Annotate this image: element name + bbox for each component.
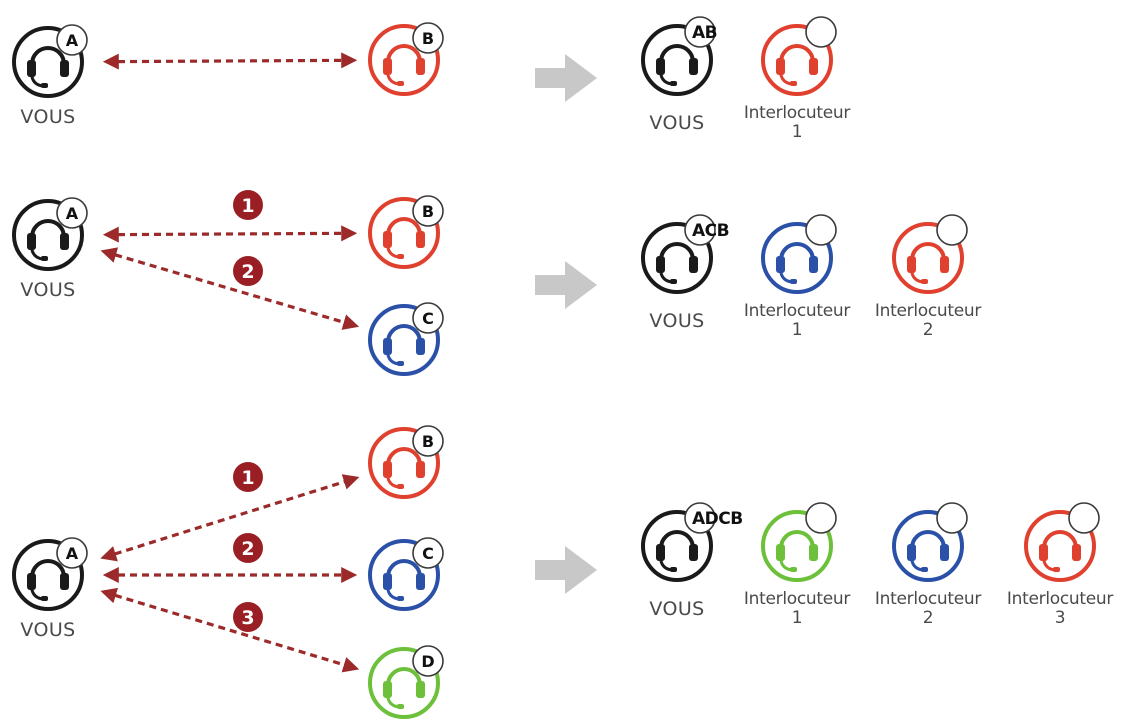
result-you-badge bbox=[684, 16, 716, 48]
node-letter: D bbox=[421, 652, 434, 671]
node-badge-B: B bbox=[412, 195, 444, 227]
right-arrow-icon bbox=[535, 54, 597, 102]
result-you-badge bbox=[684, 214, 716, 246]
step-badge: 1 bbox=[233, 190, 263, 220]
node-badge-B: B bbox=[412, 425, 444, 457]
partner-label-line-1: Interlocuteur bbox=[874, 589, 982, 609]
partner-label-line-1: Interlocuteur bbox=[743, 103, 851, 123]
result-you-label-line-1: VOUS bbox=[649, 310, 705, 332]
result-you-badge bbox=[684, 502, 716, 534]
result-you-label-line-1: VOUS bbox=[649, 598, 705, 620]
step-number: 3 bbox=[241, 607, 254, 629]
partner-label-line-2: 1 bbox=[791, 320, 803, 340]
step-number: 2 bbox=[241, 538, 254, 560]
step-badge: 2 bbox=[233, 256, 263, 286]
partner-label-line-2: 1 bbox=[791, 122, 803, 142]
result-you-label: VOUS bbox=[597, 600, 757, 619]
partner-label-line-1: Interlocuteur bbox=[1006, 589, 1114, 609]
step-badge: 1 bbox=[233, 462, 263, 492]
node-badge-C: C bbox=[412, 537, 444, 569]
step-number: 2 bbox=[241, 261, 254, 283]
partner-label-line-2: 2 bbox=[922, 608, 934, 628]
result-partner-badge bbox=[805, 502, 837, 534]
node-letter: C bbox=[422, 309, 434, 328]
partner-label-line-1: Interlocuteur bbox=[743, 301, 851, 321]
source-you-label: VOUS bbox=[0, 281, 128, 300]
result-partner-badge bbox=[805, 214, 837, 246]
node-letter: A bbox=[66, 31, 79, 50]
source-you-label: VOUS bbox=[0, 621, 128, 640]
step-badge: 3 bbox=[233, 602, 263, 632]
dashed-link-arrow bbox=[102, 52, 358, 70]
source-you-label-line-1: VOUS bbox=[20, 106, 76, 128]
node-badge-C: C bbox=[412, 302, 444, 334]
result-partner-badge bbox=[805, 16, 837, 48]
result-partner-badge bbox=[1068, 502, 1100, 534]
source-you-label: VOUS bbox=[0, 108, 128, 127]
step-number: 1 bbox=[241, 195, 254, 217]
node-badge-B: B bbox=[412, 22, 444, 54]
node-letter: B bbox=[422, 202, 434, 221]
node-letter: B bbox=[422, 432, 434, 451]
result-partner-badge bbox=[936, 214, 968, 246]
node-badge-D: D bbox=[412, 645, 444, 677]
conference-tag: ACB bbox=[692, 221, 729, 241]
step-badge: 2 bbox=[233, 533, 263, 563]
partner-label-line-2: 1 bbox=[791, 608, 803, 628]
dashed-link-arrow bbox=[100, 474, 360, 562]
result-partner-badge bbox=[936, 502, 968, 534]
result-you-label: VOUS bbox=[597, 114, 757, 133]
node-badge-A: A bbox=[56, 197, 88, 229]
partner-label-line-2: 3 bbox=[1054, 608, 1066, 628]
dashed-link-arrow bbox=[100, 587, 360, 673]
conference-tag: ADCB bbox=[692, 509, 743, 529]
partner-label-line-1: Interlocuteur bbox=[874, 301, 982, 321]
step-number: 1 bbox=[241, 467, 254, 489]
result-you-label: VOUS bbox=[597, 312, 757, 331]
conference-tag: AB bbox=[692, 23, 717, 43]
node-badge-A: A bbox=[56, 24, 88, 56]
source-you-label-line-1: VOUS bbox=[20, 279, 76, 301]
partner-label-line-1: Interlocuteur bbox=[743, 589, 851, 609]
node-letter: C bbox=[422, 544, 434, 563]
node-letter: B bbox=[422, 29, 434, 48]
node-letter: A bbox=[66, 204, 79, 223]
dashed-link-arrow bbox=[102, 225, 358, 243]
partner-label-line-2: 2 bbox=[922, 320, 934, 340]
right-arrow-icon bbox=[535, 546, 597, 594]
source-you-label-line-1: VOUS bbox=[20, 619, 76, 641]
right-arrow-icon bbox=[535, 261, 597, 309]
result-you-label-line-1: VOUS bbox=[649, 112, 705, 134]
node-letter: A bbox=[66, 544, 79, 563]
node-badge-A: A bbox=[56, 537, 88, 569]
dashed-link-arrow bbox=[100, 247, 360, 330]
